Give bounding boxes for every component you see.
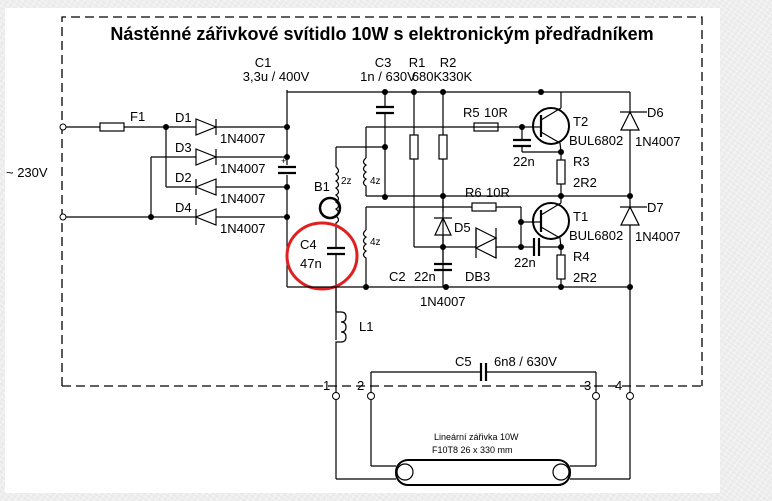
d3-value: 1N4007 bbox=[220, 161, 266, 176]
c4-value: 47n bbox=[300, 256, 322, 271]
db3-label: DB3 bbox=[465, 269, 490, 284]
r3-ref: R3 bbox=[573, 154, 590, 169]
b1-winding-4z-top-label: 4z bbox=[370, 176, 381, 187]
d4-value: 1N4007 bbox=[220, 221, 266, 236]
t1-value: BUL6802 bbox=[569, 228, 623, 243]
diode-d2 bbox=[194, 178, 287, 196]
mains-terminal-l bbox=[59, 123, 67, 131]
t2-value: BUL6802 bbox=[569, 133, 623, 148]
c3-ref: C3 bbox=[375, 55, 392, 70]
diode-d4 bbox=[194, 208, 287, 226]
terminal-3 bbox=[592, 392, 600, 400]
terminal-1 bbox=[332, 392, 340, 400]
ct1-value: 22n bbox=[514, 255, 536, 270]
fuse-f1 bbox=[99, 122, 125, 132]
terminal-1-label: 1 bbox=[323, 378, 330, 393]
transistor-t2 bbox=[532, 92, 570, 153]
r4-ref: R4 bbox=[573, 249, 590, 264]
terminal-3-label: 3 bbox=[584, 378, 591, 393]
f1-label: F1 bbox=[130, 109, 145, 124]
c1-value: 3,3u / 400V bbox=[243, 69, 310, 84]
mains-label: ~ 230V bbox=[6, 165, 48, 180]
fluorescent-tube bbox=[395, 459, 571, 486]
c5-value: 6n8 / 630V bbox=[494, 354, 557, 369]
terminal-2 bbox=[367, 392, 375, 400]
terminal-2-label: 2 bbox=[357, 378, 364, 393]
r6-value: 10R bbox=[486, 185, 510, 200]
diode-d3 bbox=[195, 148, 287, 166]
lamp-label-line1: Lineární zářivka 10W bbox=[434, 432, 519, 442]
c4-ref: C4 bbox=[300, 237, 317, 252]
resistor-r3 bbox=[556, 159, 566, 185]
l1-label: L1 bbox=[359, 319, 373, 334]
lamp-label-line2: F10T8 26 x 330 mm bbox=[432, 445, 513, 455]
d7-value: 1N4007 bbox=[635, 229, 681, 244]
r5-ref: R5 bbox=[463, 105, 480, 120]
capacitor-c2 bbox=[434, 262, 452, 272]
r1-ref: R1 bbox=[409, 55, 426, 70]
c5-ref: C5 bbox=[455, 354, 472, 369]
diagram-title: Nástěnné zářivkové svítidlo 10W s elektr… bbox=[110, 24, 653, 44]
c1-ref: C1 bbox=[255, 55, 272, 70]
diode-d7 bbox=[620, 205, 647, 226]
r2-ref: R2 bbox=[440, 55, 457, 70]
capacitor-c1: + bbox=[278, 156, 296, 175]
winding-2z bbox=[334, 166, 340, 228]
r1-value: 680K bbox=[412, 69, 443, 84]
capacitor-c4 bbox=[327, 246, 345, 256]
terminal-4-label: 4 bbox=[615, 378, 622, 393]
inductor-l1 bbox=[335, 311, 347, 393]
winding-4z-bottom bbox=[362, 229, 368, 287]
capacitor-c3 bbox=[376, 92, 394, 147]
b1-winding-2z-label: 2z bbox=[341, 176, 352, 187]
d3-ref: D3 bbox=[175, 140, 192, 155]
d1-ref: D1 bbox=[175, 110, 192, 125]
d2-value: 1N4007 bbox=[220, 191, 266, 206]
c3-value: 1n / 630V bbox=[360, 69, 416, 84]
r2-value: 330K bbox=[442, 69, 473, 84]
b1-ref: B1 bbox=[314, 179, 330, 194]
transistor-t1 bbox=[532, 196, 570, 248]
r3-value: 2R2 bbox=[573, 175, 597, 190]
resistor-r6 bbox=[471, 202, 497, 212]
d6-value: 1N4007 bbox=[635, 134, 681, 149]
enclosure-border bbox=[61, 16, 703, 386]
r6-ref: R6 bbox=[465, 185, 482, 200]
toroid-core-b1 bbox=[318, 196, 342, 220]
schematic-sheet bbox=[5, 8, 720, 493]
c4-highlight-circle bbox=[285, 221, 359, 291]
b1-winding-4z-bottom-label: 4z bbox=[370, 237, 381, 248]
winding-4z-top bbox=[362, 157, 368, 196]
r4-value: 2R2 bbox=[573, 270, 597, 285]
t2-ref: T2 bbox=[573, 114, 588, 129]
terminal-4 bbox=[626, 392, 634, 400]
d4-ref: D4 bbox=[175, 200, 192, 215]
svg-text:+: + bbox=[281, 156, 286, 166]
d6-ref: D6 bbox=[647, 105, 664, 120]
c2-ref: C2 bbox=[389, 269, 406, 284]
c2-value: 22n bbox=[414, 269, 436, 284]
diac-db3 bbox=[474, 227, 498, 259]
resistor-r4 bbox=[556, 254, 566, 280]
resistor-r2 bbox=[438, 134, 448, 160]
mains-terminal-n bbox=[59, 213, 67, 221]
d7-ref: D7 bbox=[647, 200, 664, 215]
resistor-r5 bbox=[473, 122, 499, 132]
t1-ref: T1 bbox=[573, 209, 588, 224]
d1-value: 1N4007 bbox=[220, 131, 266, 146]
r5-value: 10R bbox=[484, 105, 508, 120]
d5-ref: D5 bbox=[454, 220, 471, 235]
d2-ref: D2 bbox=[175, 170, 192, 185]
diode-d6 bbox=[620, 110, 647, 131]
d5-value: 1N4007 bbox=[420, 294, 466, 309]
ct2-value: 22n bbox=[513, 154, 535, 169]
diode-d1 bbox=[195, 118, 287, 136]
resistor-r1 bbox=[409, 134, 419, 160]
